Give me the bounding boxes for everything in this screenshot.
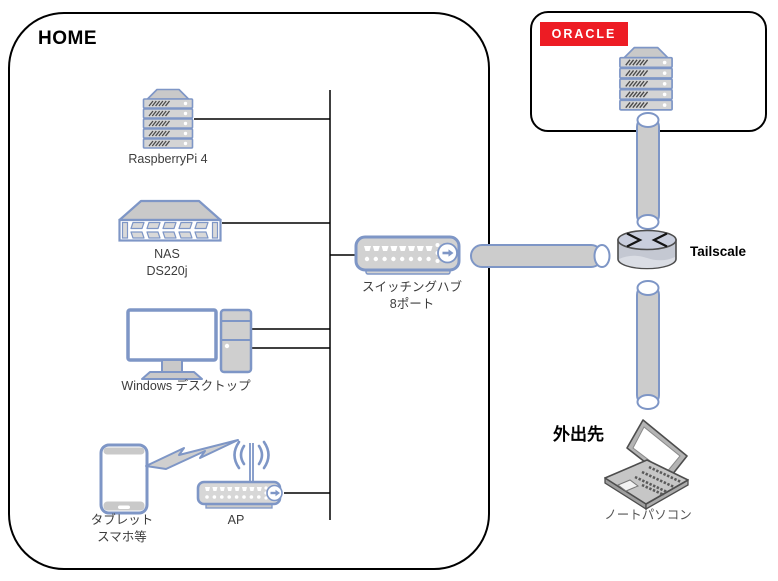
tablet-label-line2: スマホ等 — [97, 530, 147, 544]
switching-hub-label: スイッチングハブ 8ポート — [342, 279, 482, 313]
oracle-server-icon[interactable] — [617, 46, 675, 112]
raspberrypi-label: RaspberryPi 4 — [128, 152, 208, 166]
smartphone-icon[interactable] — [99, 443, 149, 515]
switching-hub-label-line1: スイッチングハブ — [361, 280, 462, 294]
raspberrypi-server-icon[interactable] — [142, 88, 194, 150]
pipe-tailscale-outside — [636, 280, 660, 410]
switching-hub-label-line2: 8ポート — [389, 297, 435, 311]
outside-zone-title: 外出先 — [553, 425, 604, 444]
windows-tower-icon[interactable] — [219, 308, 253, 374]
pipe-switch-tailscale — [470, 244, 611, 268]
tablet-label-line1: タブレット — [90, 513, 154, 527]
pipe-oracle-tailscale — [636, 112, 660, 230]
nas-label: NAS DS220j — [107, 246, 227, 280]
oracle-logo-text: ORACLE — [551, 27, 617, 41]
access-point-label: AP — [227, 513, 245, 527]
nas-label-line2: DS220j — [146, 264, 188, 278]
tailscale-router-icon[interactable] — [615, 228, 679, 274]
switching-hub-icon[interactable] — [354, 235, 466, 279]
nas-label-line1: NAS — [154, 247, 180, 261]
oracle-logo: ORACLE — [540, 22, 628, 46]
home-zone-title: HOME — [38, 28, 97, 49]
wireless-link-bolt-icon — [145, 439, 239, 470]
tablet-smartphone-label: タブレット スマホ等 — [61, 512, 183, 546]
laptop-label: ノートパソコン — [604, 508, 692, 522]
nas-icon[interactable] — [118, 199, 222, 243]
access-point-icon[interactable] — [196, 436, 290, 510]
home-zone-box[interactable] — [8, 12, 490, 570]
windows-desktop-label: Windows デスクトップ — [121, 379, 251, 393]
windows-monitor-icon[interactable] — [126, 308, 220, 382]
tailscale-label: Tailscale — [690, 244, 747, 259]
laptop-icon[interactable] — [602, 418, 694, 512]
